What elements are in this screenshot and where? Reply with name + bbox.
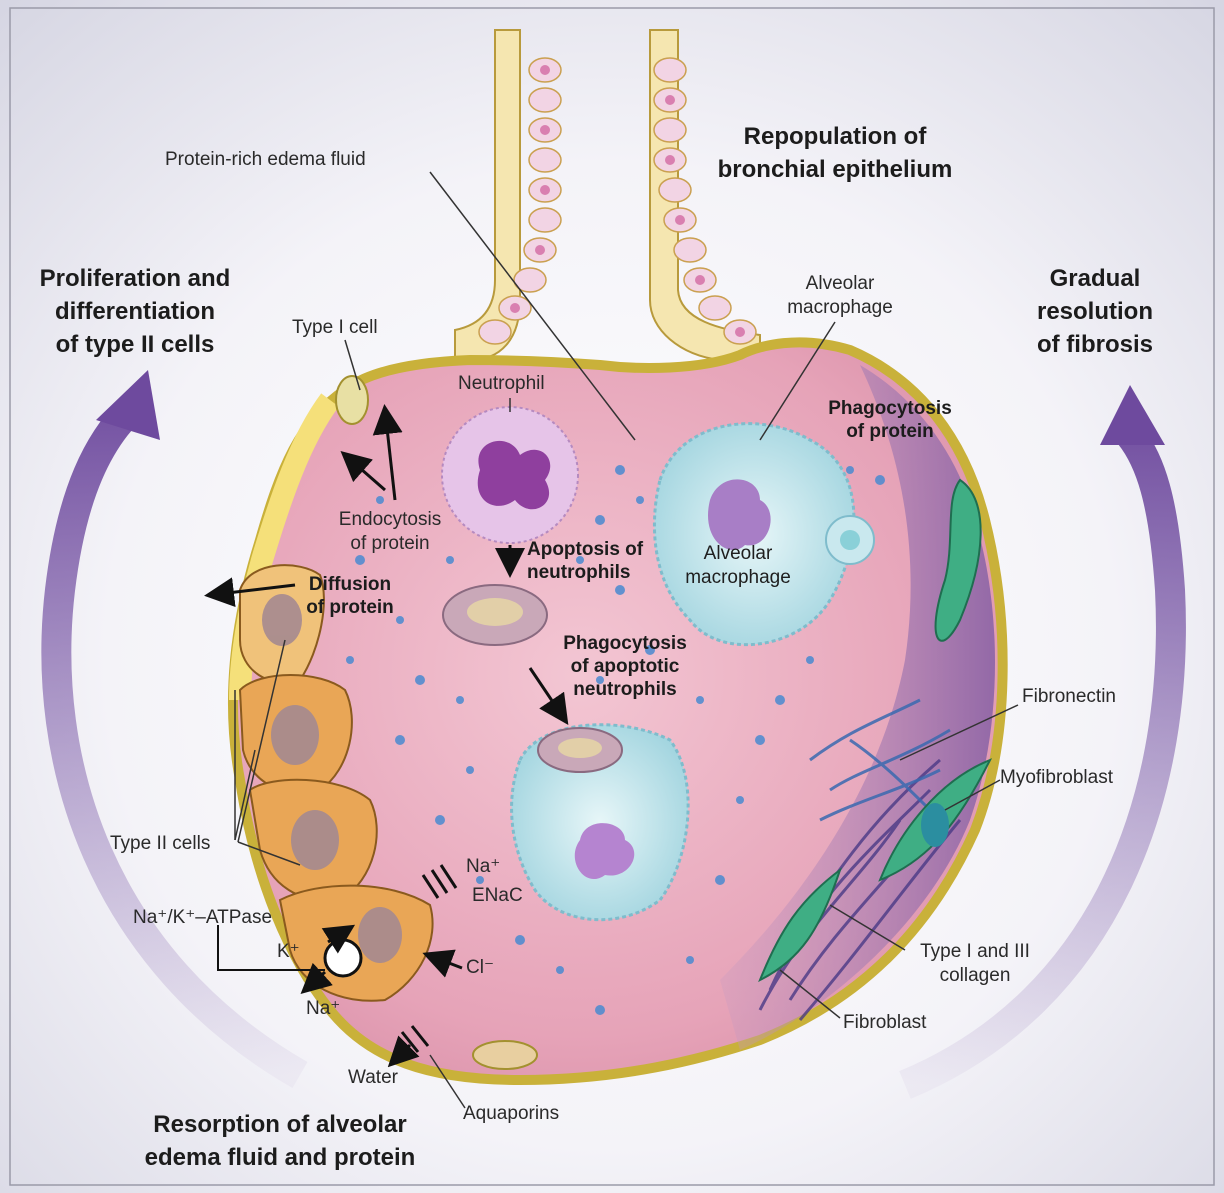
label-line: Apoptosis of [527,538,643,561]
label-neutrophil: Neutrophil [458,372,545,396]
heading-line: bronchial epithelium [700,153,970,186]
atpase-pump [325,940,361,976]
label-edema-fluid: Protein-rich edema fluid [165,148,366,172]
label-phagocytosis-protein: Phagocytosis of protein [800,397,980,443]
heading-resorption: Resorption of alveolar edema fluid and p… [120,1108,440,1174]
heading-line: of fibrosis [1010,328,1180,361]
label-alveolar-macrophage-top: Alveolar macrophage [765,272,915,320]
label-alveolar-macrophage-cell: Alveolar macrophage [668,542,808,590]
phagocytic-macrophage [512,725,689,920]
heading-line: differentiation [10,295,260,328]
label-k-plus: K⁺ [277,940,300,964]
label-line: neutrophils [530,678,720,701]
heading-repopulation: Repopulation of bronchial epithelium [700,120,970,186]
label-diffusion: Diffusion of protein [280,573,420,619]
label-fibronectin: Fibronectin [1022,685,1116,709]
label-fibroblast: Fibroblast [843,1011,926,1035]
label-endocytosis: Endocytosis of protein [320,508,460,556]
heading-line: Gradual [1010,262,1180,295]
label-line: Alveolar [765,272,915,296]
label-myofibroblast: Myofibroblast [1000,766,1113,790]
label-line: Type I and III [900,940,1050,964]
bottom-type1-cell [473,1041,537,1069]
type1-cell [336,376,368,424]
label-enac: ENaC [472,884,523,908]
label-apoptosis: Apoptosis of neutrophils [527,538,643,584]
label-type2-cells: Type II cells [110,832,210,856]
apoptotic-body [467,598,523,626]
label-line: of protein [320,532,460,556]
label-line: Diffusion [280,573,420,596]
label-atpase: Na⁺/K⁺–ATPase [133,906,272,930]
label-line: Phagocytosis [800,397,980,420]
label-line: Phagocytosis [530,632,720,655]
label-collagen: Type I and III collagen [900,940,1050,988]
heading-proliferation: Proliferation and differentiation of typ… [10,262,260,361]
label-line: of protein [280,596,420,619]
heading-line: of type II cells [10,328,260,361]
heading-line: resolution [1010,295,1180,328]
heading-line: Resorption of alveolar [120,1108,440,1141]
heading-resolution: Gradual resolution of fibrosis [1010,262,1180,361]
label-line: of protein [800,420,980,443]
heading-line: Repopulation of [700,120,970,153]
heading-line: Proliferation and [10,262,260,295]
label-line: of apoptotic [530,655,720,678]
label-aquaporins: Aquaporins [463,1102,559,1126]
label-line: collagen [900,964,1050,988]
heading-line: edema fluid and protein [120,1141,440,1174]
label-na-plus-bottom: Na⁺ [306,997,340,1021]
label-line: macrophage [765,296,915,320]
label-phagocytosis-apoptotic: Phagocytosis of apoptotic neutrophils [530,632,720,701]
label-type1-cell: Type I cell [292,316,378,340]
label-line: macrophage [668,566,808,590]
label-cl-minus: Cl⁻ [466,956,494,980]
label-na-plus: Na⁺ [466,855,500,879]
label-line: neutrophils [527,561,643,584]
label-line: Alveolar [668,542,808,566]
label-water: Water [348,1066,398,1090]
neutrophil [442,407,578,543]
label-line: Endocytosis [320,508,460,532]
